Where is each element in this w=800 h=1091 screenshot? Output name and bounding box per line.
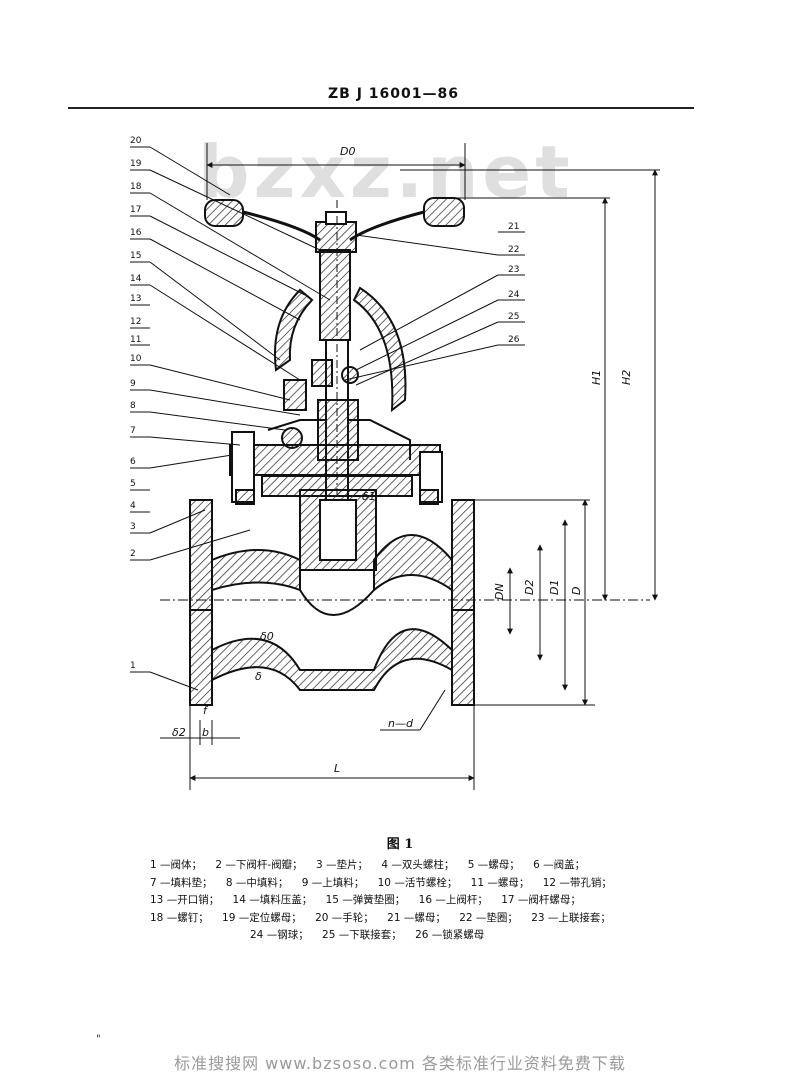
label-delta: δ [255,670,262,683]
legend-item: 8 —中填料； [225,876,289,889]
callout-numbers-left: 20 19 18 17 16 15 14 13 12 11 10 9 8 7 6… [130,136,142,671]
label-delta0: δ0 [260,630,274,643]
callout-15: 15 [130,251,141,261]
standard-number: ZB J 16001—86 [328,86,459,102]
callout-5: 5 [130,479,136,489]
legend-item: 3 —垫片； [316,859,369,871]
callout-20: 20 [130,136,142,146]
legend-item: 15 —弹簧垫圈； [325,894,406,906]
valve-assembly-drawing: D0 H1 H2 DN D2 D1 D L n—d δ1 δ0 δ δ2 b f [130,136,660,790]
callout-25: 25 [508,312,519,322]
legend-item: 5 —螺母； [467,859,520,871]
callout-11: 11 [130,335,141,345]
dimension-labels: D0 H1 H2 DN D2 D1 D L n—d δ1 δ0 δ δ2 b f [172,145,633,775]
callout-16: 16 [130,228,142,238]
label-h2: H2 [620,370,633,385]
legend-item: 25 —下联接套； [322,929,402,941]
label-delta1: δ1 [362,490,376,503]
legend-row: 1 —阀体； 2 —下阀杆-阀瓣； 3 —垫片； 4 —双头螺柱； 5 —螺母；… [150,857,690,875]
legend-item: 12 —带孔销； [542,876,612,889]
legend-row: 24 —钢球； 25 —下联接套； 26 —锁紧螺母 [150,927,690,945]
legend-item: 10 —活节螺栓； [377,876,458,889]
callouts-left [130,146,331,691]
callout-14: 14 [130,274,142,284]
callouts-right [344,231,525,386]
callout-7: 7 [130,426,136,436]
legend-item: 20 —手轮； [315,911,374,924]
label-delta2: δ2 [172,726,186,739]
legend-item: 22 —垫圈； [459,911,518,924]
callout-2: 2 [130,549,136,559]
legend-row: 13 —开口销； 14 —填料压盖； 15 —弹簧垫圈； 16 —上阀杆； 17… [150,892,690,910]
page-mark: " [96,1034,101,1045]
legend-item: 17 —阀杆螺母； [501,894,581,906]
legend-item: 21 —螺母； [387,911,446,924]
valve-body-shape [160,499,650,706]
page-header: ZB J 16001—86 [0,0,800,120]
legend-row: 7 —填料垫； 8 —中填料； 9 —上填料； 10 —活节螺栓； 11 —螺母… [150,875,690,893]
figure-caption: 图 1 [386,837,414,852]
legend-row: 18 —螺钉； 19 —定位螺母； 20 —手轮； 21 —螺母； 22 —垫圈… [150,910,690,928]
callout-24: 24 [508,290,520,300]
label-d1: D1 [548,580,561,595]
label-n-d: n—d [388,717,414,730]
callout-19: 19 [130,159,142,169]
label-d0: D0 [340,145,355,158]
legend-item: 18 —螺钉； [150,911,209,924]
bonnet-shape [229,431,443,571]
callout-8: 8 [130,401,136,411]
callout-23: 23 [508,265,519,275]
watermark-logo: bzxz.net [198,130,574,214]
label-d: D [570,587,583,595]
callout-22: 22 [508,245,519,255]
callout-numbers-right: 21 22 23 24 25 26 [508,222,520,345]
legend-item: 4 —双头螺柱； [381,859,455,871]
legend-item: 1 —阀体； [150,859,203,871]
callout-1: 1 [130,661,136,671]
callout-4: 4 [130,501,136,511]
dimension-lines [160,169,660,790]
legend-item: 13 —开口销； [150,894,220,906]
label-b: b [202,726,209,739]
label-l: L [334,762,340,775]
footer-site-banner: 标准搜搜网 www.bzsoso.com 各类标准行业资料免费下载 [174,1054,626,1073]
callout-10: 10 [130,354,142,364]
callout-21: 21 [508,222,519,232]
label-dn: DN [493,583,506,600]
label-h1: H1 [590,370,603,385]
legend-item: 19 —定位螺母； [222,911,302,924]
legend-item: 11 —螺母； [470,876,530,889]
label-f: f [203,704,209,717]
legend-item: 9 —上填料； [301,876,365,889]
legend-item: 16 —上阀杆； [418,894,488,906]
callout-12: 12 [130,317,141,327]
callout-9: 9 [130,379,136,389]
callout-26: 26 [508,335,520,345]
legend-item: 6 —阀盖； [533,859,586,871]
legend-item: 23 —上联接套； [531,911,611,924]
callout-13: 13 [130,294,141,304]
label-d2: D2 [523,580,536,595]
legend-item: 24 —钢球； [250,929,309,941]
legend-item: 14 —填料压盖； [232,894,313,906]
legend-item: 7 —填料垫； [150,876,213,889]
legend-item: 26 —锁紧螺母 [415,929,485,941]
callout-17: 17 [130,205,141,215]
handwheel-shape [204,143,466,253]
header-rule [68,107,694,109]
callout-18: 18 [130,182,142,192]
parts-legend: 1 —阀体； 2 —下阀杆-阀瓣； 3 —垫片； 4 —双头螺柱； 5 —螺母；… [150,857,690,945]
legend-item: 2 —下阀杆-阀瓣； [215,859,303,871]
callout-3: 3 [130,522,136,532]
callout-6: 6 [130,457,136,467]
